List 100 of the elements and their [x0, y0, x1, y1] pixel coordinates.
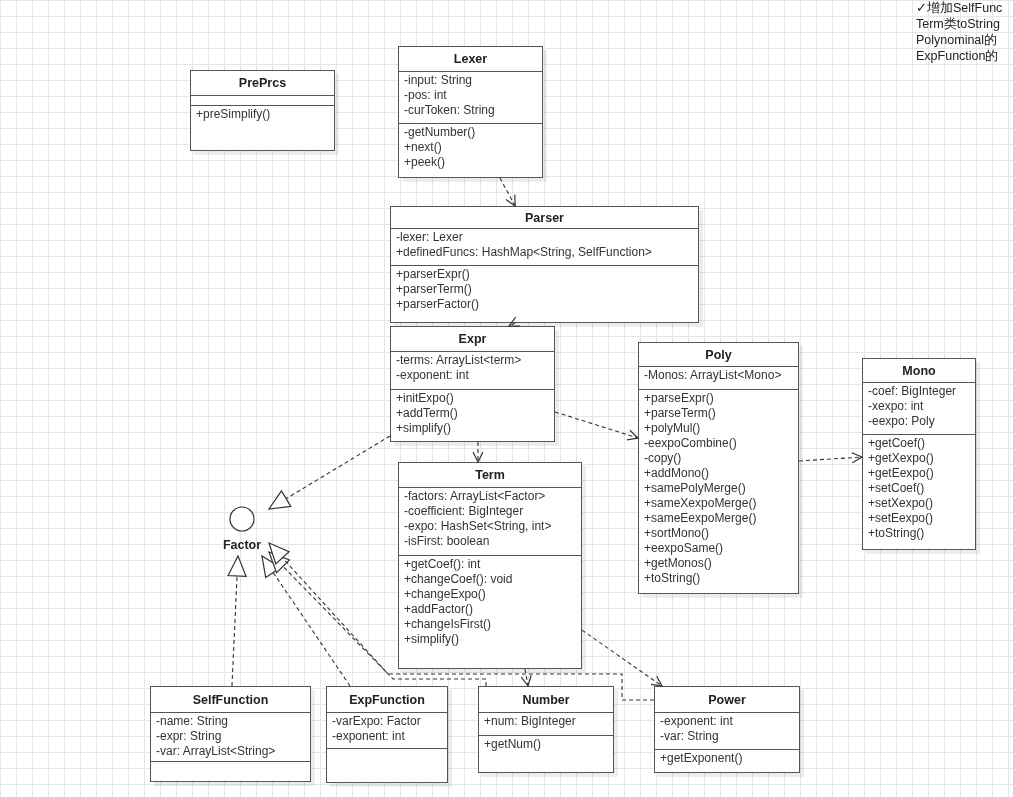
attribute: -eexpo: Poly: [868, 414, 935, 429]
method: +addMono(): [644, 466, 710, 481]
class-name: Expr: [457, 331, 488, 348]
class-name: Term: [474, 467, 506, 484]
attribute: -factors: ArrayList<Factor>: [404, 489, 546, 504]
attribute: -pos: int: [404, 88, 447, 103]
method: +addTerm(): [396, 406, 458, 421]
class-box: [398, 462, 582, 669]
method: +sameEexpoMerge(): [644, 511, 757, 526]
method: +initExpo(): [396, 391, 454, 406]
class-name: Power: [707, 692, 747, 709]
method: +simplify(): [404, 632, 459, 647]
method: +getCoef(): int: [404, 557, 481, 572]
dependency-arrow: [520, 668, 532, 687]
class-name: Number: [521, 692, 571, 709]
attribute: -terms: ArrayList<term>: [396, 353, 522, 368]
method: +changeIsFirst(): [404, 617, 492, 632]
method: +sortMono(): [644, 526, 710, 541]
class-name: SelfFunction: [191, 692, 270, 709]
realization-arrow: [261, 555, 351, 687]
attribute: -isFirst: boolean: [404, 534, 490, 549]
realization-arrow: [227, 555, 247, 687]
method: +parserExpr(): [396, 267, 470, 282]
class-name: Parser: [524, 210, 565, 227]
note-text: Term类toString: [916, 16, 1000, 32]
realization-arrow: [268, 435, 391, 510]
method: +getNum(): [484, 737, 542, 752]
class-box: [638, 342, 799, 594]
attribute: +definedFuncs: HashMap<String, SelfFunction>: [396, 245, 652, 260]
method: +getXexpo(): [868, 451, 934, 466]
note-text: Polynominal的: [916, 32, 998, 48]
attribute: -curToken: String: [404, 103, 495, 118]
dependency-arrow: [581, 629, 663, 687]
method: +parseExpr(): [644, 391, 714, 406]
class-name: Poly: [704, 347, 733, 364]
attribute: -exponent: int: [332, 729, 405, 744]
class-name: PrePrcs: [237, 75, 288, 92]
attribute: -varExpo: Factor: [332, 714, 421, 729]
method: +setEexpo(): [868, 511, 934, 526]
method: -getNumber(): [404, 125, 476, 140]
method: +parserFactor(): [396, 297, 480, 312]
dependency-arrow: [499, 177, 516, 207]
dependency-arrow: [472, 441, 484, 463]
realization-arrow: [268, 551, 487, 687]
dependency-arrow: [554, 411, 639, 441]
attribute: -exponent: int: [660, 714, 733, 729]
class-box: [150, 686, 311, 782]
method: +changeCoef(): void: [404, 572, 513, 587]
method: +simplify(): [396, 421, 451, 436]
realization-arrow: [268, 542, 655, 701]
method: +toString(): [644, 571, 701, 586]
method: -eexpoCombine(): [644, 436, 737, 451]
interface-name: Factor: [221, 538, 263, 552]
method: +toString(): [868, 526, 925, 541]
method: +getCoef(): [868, 436, 926, 451]
method: +setCoef(): [868, 481, 925, 496]
method: +polyMul(): [644, 421, 701, 436]
attribute: -var: String: [660, 729, 719, 744]
method: +preSimplify(): [196, 107, 271, 122]
attribute: -input: String: [404, 73, 473, 88]
method: +eexpoSame(): [644, 541, 724, 556]
class-name: Mono: [901, 363, 937, 380]
attribute: -var: ArrayList<String>: [156, 744, 276, 759]
attribute: -expo: HashSet<String, int>: [404, 519, 552, 534]
attribute: -Monos: ArrayList<Mono>: [644, 368, 782, 383]
dependency-arrow: [508, 316, 521, 327]
attribute: -name: String: [156, 714, 229, 729]
attribute: -xexpo: int: [868, 399, 924, 414]
class-box: [398, 46, 543, 178]
method: +parserTerm(): [396, 282, 472, 297]
method: +parseTerm(): [644, 406, 716, 421]
dependency-arrow: [798, 452, 863, 464]
class-box: [390, 206, 699, 323]
attribute: -expr: String: [156, 729, 222, 744]
method: +getMonos(): [644, 556, 712, 571]
class-name: Lexer: [452, 51, 489, 68]
class-name: ExpFunction: [348, 692, 426, 709]
class-box: [390, 326, 555, 442]
attribute: +num: BigInteger: [484, 714, 576, 729]
method: +next(): [404, 140, 442, 155]
method: +addFactor(): [404, 602, 474, 617]
method: -copy(): [644, 451, 682, 466]
method: +getExponent(): [660, 751, 743, 766]
attribute: -exponent: int: [396, 368, 469, 383]
method: +samePolyMerge(): [644, 481, 746, 496]
class-box: [326, 686, 448, 783]
method: +changeExpo(): [404, 587, 486, 602]
attribute: -coefficient: BigInteger: [404, 504, 524, 519]
method: +peek(): [404, 155, 446, 170]
method: +sameXexpoMerge(): [644, 496, 757, 511]
method: +setXexpo(): [868, 496, 934, 511]
class-box: [654, 686, 800, 773]
note-text: ExpFunction的: [916, 48, 999, 64]
attribute: -lexer: Lexer: [396, 230, 463, 245]
class-box: [862, 358, 976, 550]
class-box: [190, 70, 335, 151]
class-box: [478, 686, 614, 773]
note-text: ✓增加SelfFunc: [916, 0, 1003, 16]
attribute: -coef: BigInteger: [868, 384, 957, 399]
method: +getEexpo(): [868, 466, 934, 481]
